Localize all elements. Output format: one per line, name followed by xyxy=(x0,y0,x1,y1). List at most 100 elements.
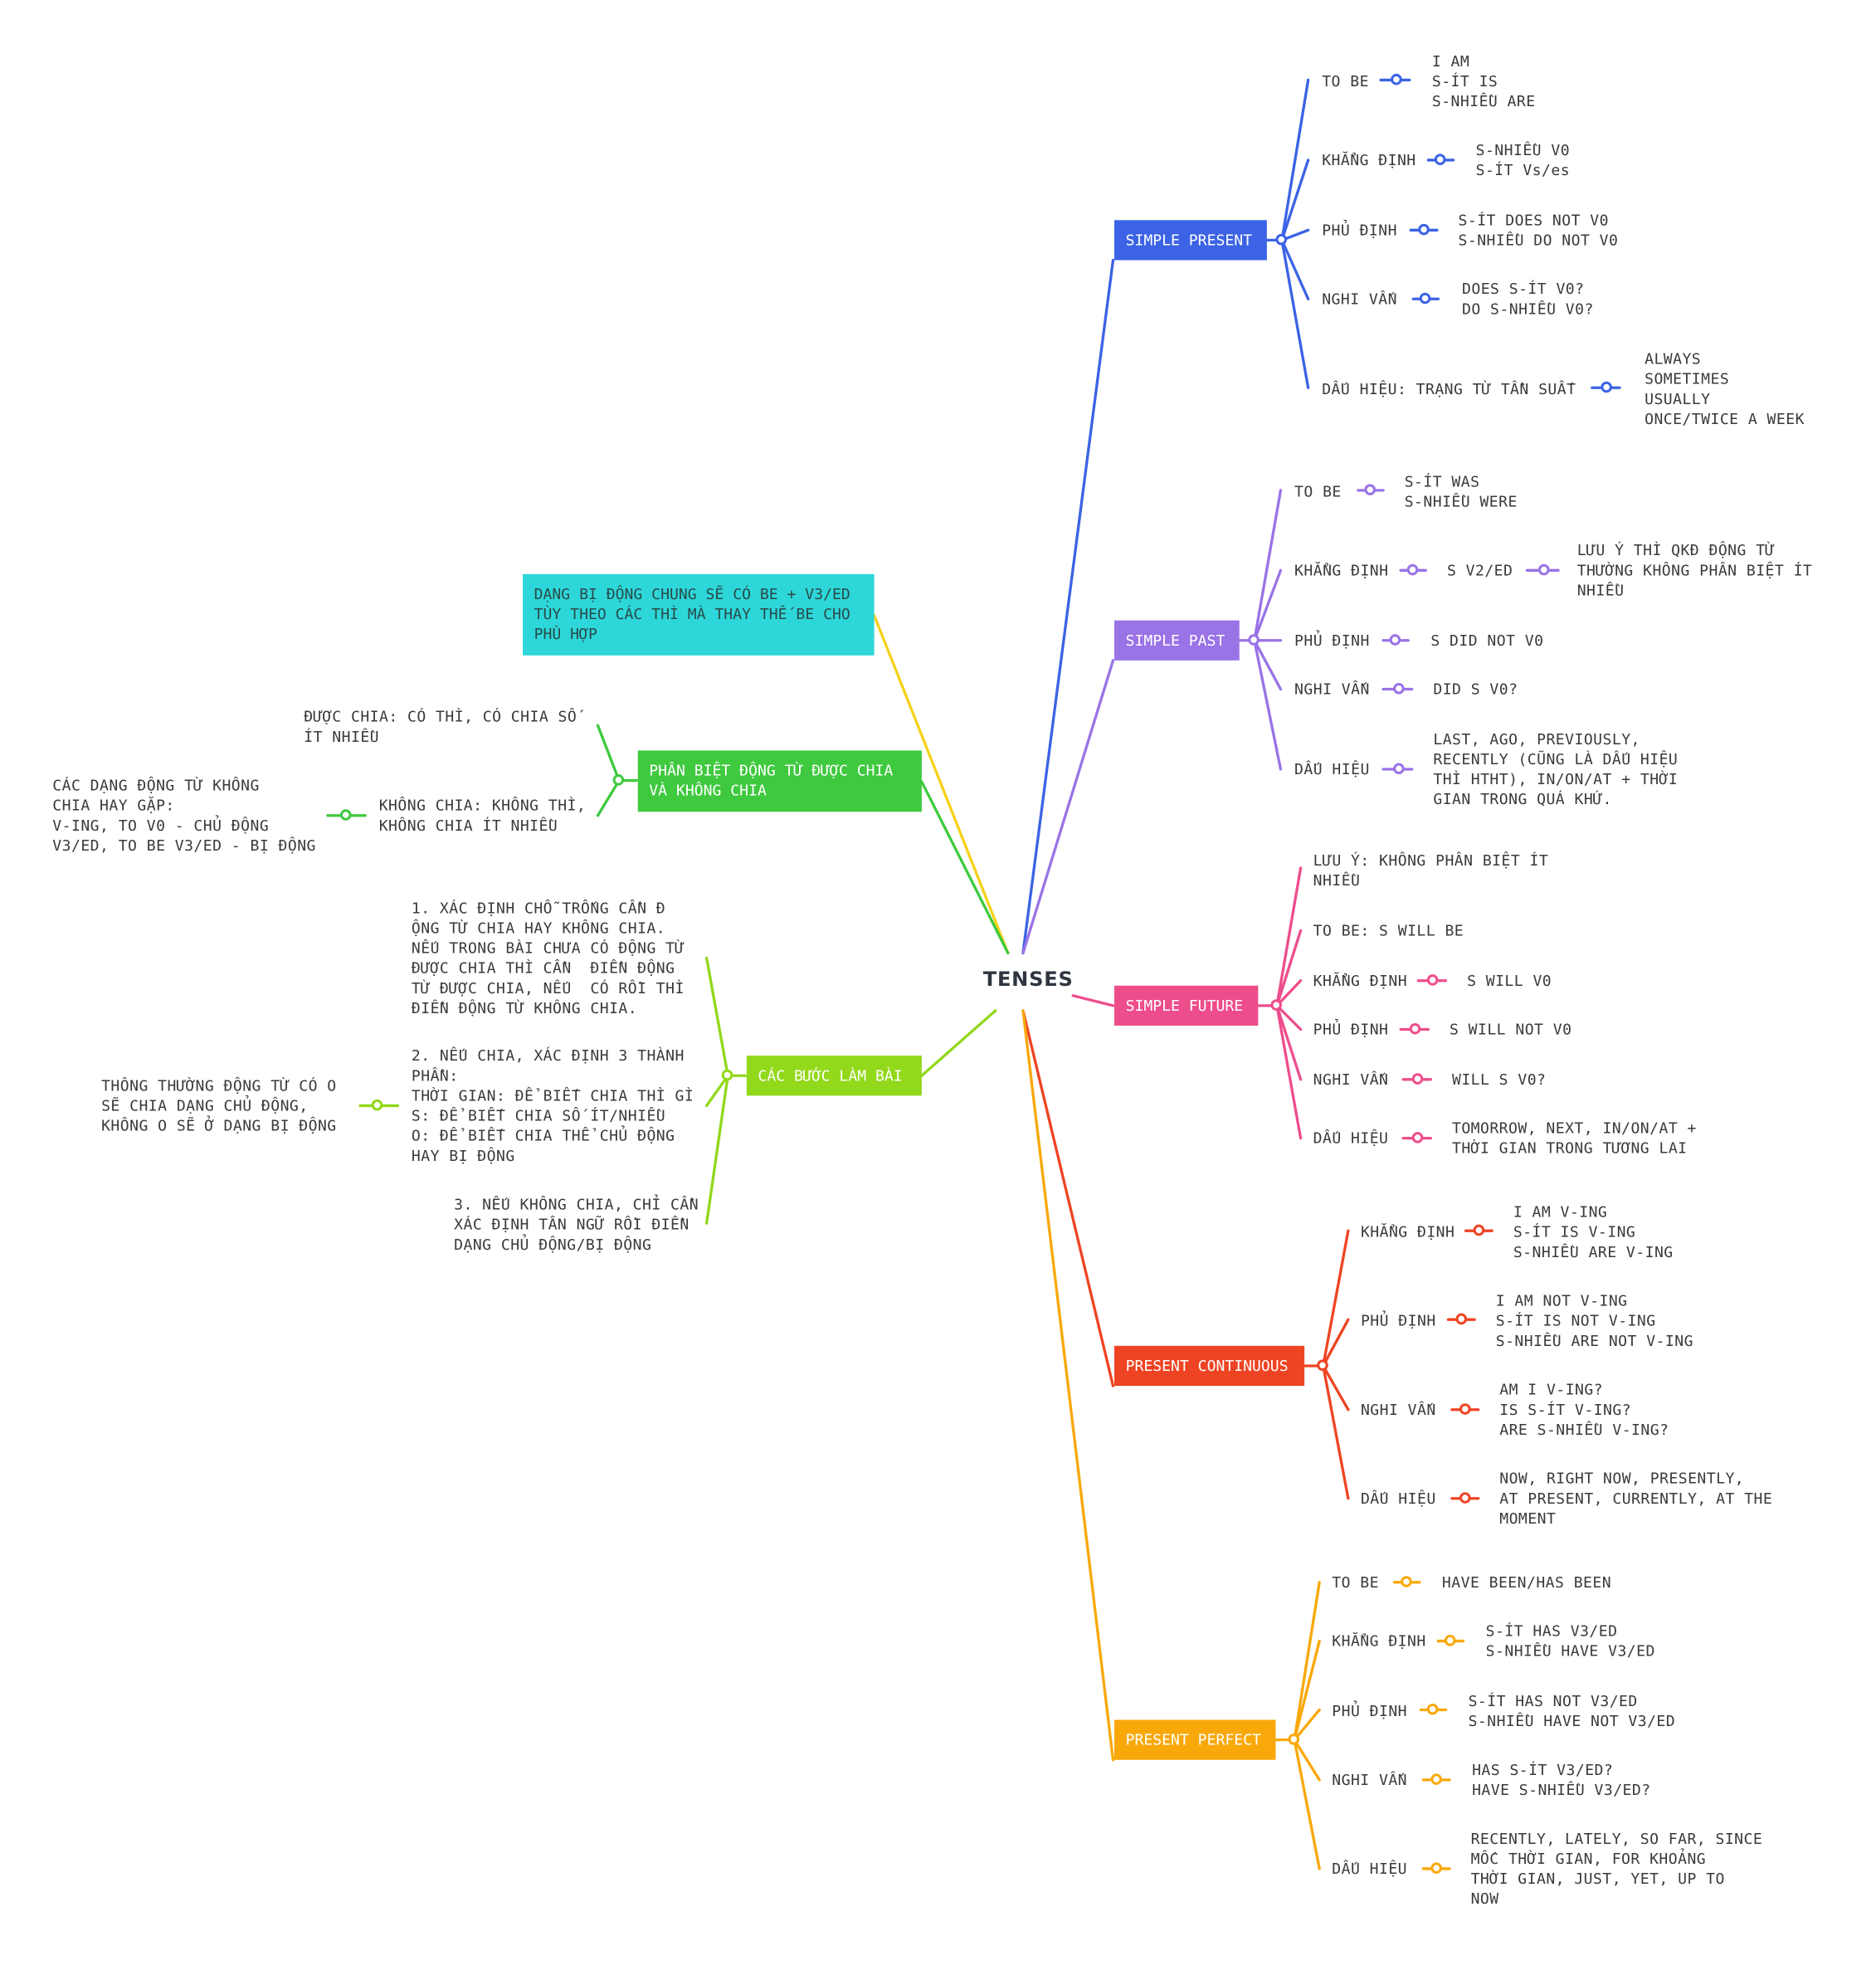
present-perfect-signal-detail[interactable]: RECENTLY, LATELY, SO FAR, SINCE MỐC THỜI… xyxy=(1470,1830,1763,1908)
simple-present-signal-label[interactable]: DẤU HIỆU: TRẠNG TỪ TẦN SUẤT xyxy=(1322,380,1576,398)
present-perfect-question-label[interactable]: NGHI VẤN xyxy=(1332,1771,1408,1789)
present-continuous-affirmative-label[interactable]: KHẲNG ĐỊNH xyxy=(1360,1223,1455,1241)
simple-past-detail-toggle-0[interactable] xyxy=(1364,484,1377,495)
present-continuous-detail-toggle-2[interactable] xyxy=(1459,1403,1471,1415)
simple-past-signal-label[interactable]: DẤU HIỆU xyxy=(1294,760,1370,778)
simple-past-question-detail[interactable]: DID S V0? xyxy=(1433,680,1518,699)
simple-past-signal-detail[interactable]: LAST, AGO, PREVIOUSLY, RECENTLY (CŨNG LÀ… xyxy=(1433,730,1679,808)
simple-present-affirmative-label[interactable]: KHẲNG ĐỊNH xyxy=(1322,151,1416,169)
present-continuous-negative-label[interactable]: PHỦ ĐỊNH xyxy=(1360,1312,1436,1330)
branch-steps[interactable]: CÁC BƯỚC LÀM BÀI xyxy=(746,1056,922,1096)
simple-present-signal-detail[interactable]: ALWAYS SOMETIMES USUALLY ONCE/TWICE A WE… xyxy=(1645,350,1805,428)
simple-present-detail-toggle-2[interactable] xyxy=(1418,223,1430,236)
present-perfect-tobe-label[interactable]: TO BE xyxy=(1332,1573,1379,1592)
simple-present-tobe-detail[interactable]: I AM S-ÍT IS S-NHIỀU ARE xyxy=(1431,52,1536,110)
simple-past-toggle[interactable] xyxy=(1248,634,1260,646)
branch-simple-past[interactable]: SIMPLE PAST xyxy=(1114,620,1240,661)
present-continuous-detail-toggle-1[interactable] xyxy=(1455,1313,1468,1325)
simple-past-detail-toggle-3[interactable] xyxy=(1393,682,1405,695)
simple-future-signal-detail[interactable]: TOMORROW, NEXT, IN/ON/AT + THỜI GIAN TRO… xyxy=(1451,1119,1697,1158)
present-perfect-affirmative-label[interactable]: KHẲNG ĐỊNH xyxy=(1332,1632,1426,1651)
present-perfect-tobe-detail[interactable]: HAVE BEEN/HAS BEEN xyxy=(1441,1573,1612,1592)
present-perfect-negative-detail[interactable]: S-ÍT HAS NOT V3/ED S-NHIỀU HAVE NOT V3/E… xyxy=(1468,1692,1676,1730)
present-continuous-signal-detail[interactable]: NOW, RIGHT NOW, PRESENTLY, AT PRESENT, C… xyxy=(1499,1470,1773,1528)
simple-future-detail-toggle-0[interactable] xyxy=(1426,974,1439,986)
simple-present-question-label[interactable]: NGHI VẤN xyxy=(1322,290,1397,308)
present-continuous-detail-toggle-0[interactable] xyxy=(1473,1224,1485,1236)
simple-past-affirmative-note[interactable]: LƯU Ý THÌ QKĐ ĐỘNG TỪ THƯỜNG KHÔNG PHÂN … xyxy=(1576,541,1813,599)
distinguish-detail-toggle[interactable] xyxy=(339,809,352,821)
steps-item-2[interactable]: 2. NẾU CHIA, XÁC ĐỊNH 3 THÀNH PHẦN: THỜI… xyxy=(411,1046,694,1165)
simple-past-detail-toggle-2[interactable] xyxy=(1389,634,1401,646)
simple-past-tobe-detail[interactable]: S-ÍT WAS S-NHIỀU WERE xyxy=(1404,472,1518,510)
present-perfect-detail-toggle-4[interactable] xyxy=(1430,1862,1442,1874)
present-continuous-edge-2 xyxy=(1322,1364,1350,1412)
present-perfect-question-detail[interactable]: HAS S-ÍT V3/ED? HAVE S-NHIỀU V3/ED? xyxy=(1472,1761,1651,1799)
present-continuous-question-label[interactable]: NGHI VẤN xyxy=(1360,1401,1436,1419)
simple-present-tobe-label[interactable]: TO BE xyxy=(1322,72,1369,90)
simple-present-negative-detail[interactable]: S-ÍT DOES NOT V0 S-NHIỀU DO NOT V0 xyxy=(1458,211,1619,249)
present-perfect-detail-toggle-1[interactable] xyxy=(1444,1635,1456,1646)
simple-future-note[interactable]: LƯU Ý: KHÔNG PHÂN BIỆT ÍT NHIỀU xyxy=(1313,851,1549,890)
present-perfect-detail-toggle-3[interactable] xyxy=(1430,1773,1442,1785)
simple-future-toggle[interactable] xyxy=(1270,999,1282,1011)
simple-past-detail-toggle-4[interactable] xyxy=(1393,763,1405,775)
simple-present-toggle[interactable] xyxy=(1275,233,1288,246)
present-perfect-toggle[interactable] xyxy=(1288,1734,1300,1745)
present-perfect-signal-label[interactable]: DẤU HIỆU xyxy=(1332,1860,1408,1878)
simple-present-detail-toggle-4[interactable] xyxy=(1601,381,1612,393)
simple-present-detail-toggle-0[interactable] xyxy=(1391,73,1402,85)
distinguish-toggle[interactable] xyxy=(612,774,625,786)
simple-past-note-toggle[interactable] xyxy=(1537,563,1550,576)
branch-simple-present[interactable]: SIMPLE PRESENT xyxy=(1114,220,1267,261)
simple-future-detail-toggle-2[interactable] xyxy=(1411,1073,1424,1085)
branch-passive-note[interactable]: DẠNG BỊ ĐỘNG CHUNG SẼ CÓ BE + V3/ED TÙY … xyxy=(523,573,875,656)
steps-item-3[interactable]: 3. NẾU KHÔNG CHIA, CHỈ CẦN XÁC ĐỊNH TÂN … xyxy=(454,1195,699,1254)
present-continuous-affirmative-detail[interactable]: I AM V-ING S-ÍT IS V-ING S-NHIỀU ARE V-I… xyxy=(1513,1203,1674,1261)
simple-future-question-detail[interactable]: WILL S V0? xyxy=(1451,1070,1547,1089)
simple-future-detail-toggle-1[interactable] xyxy=(1409,1022,1421,1035)
simple-future-detail-toggle-3[interactable] xyxy=(1411,1132,1424,1143)
distinguish-nonconjugated[interactable]: KHÔNG CHIA: KHÔNG THÌ, KHÔNG CHIA ÍT NHI… xyxy=(378,797,587,835)
simple-future-negative-label[interactable]: PHỦ ĐỊNH xyxy=(1313,1020,1389,1039)
simple-future-affirmative-label[interactable]: KHẲNG ĐỊNH xyxy=(1313,972,1408,990)
simple-past-affirmative-detail[interactable]: S V2/ED xyxy=(1446,561,1513,579)
simple-past-question-label[interactable]: NGHI VẤN xyxy=(1294,680,1370,699)
steps-detail-toggle[interactable] xyxy=(371,1099,383,1111)
simple-present-detail-toggle-3[interactable] xyxy=(1419,292,1431,305)
simple-present-detail-toggle-1[interactable] xyxy=(1434,154,1446,165)
branch-distinguish-verbs[interactable]: PHÂN BIỆT ĐỘNG TỪ ĐƯỢC CHIA VÀ KHÔNG CHI… xyxy=(637,750,922,812)
steps-toggle[interactable] xyxy=(721,1069,733,1081)
simple-past-tobe-label[interactable]: TO BE xyxy=(1294,482,1342,500)
present-continuous-signal-label[interactable]: DẤU HIỆU xyxy=(1360,1490,1436,1508)
present-continuous-question-detail[interactable]: AM I V-ING? IS S-ÍT V-ING? ARE S-NHIỀU V… xyxy=(1499,1381,1669,1439)
present-perfect-detail-toggle-2[interactable] xyxy=(1426,1703,1439,1715)
steps-edge-1 xyxy=(704,1074,729,1108)
present-continuous-detail-toggle-3[interactable] xyxy=(1459,1492,1471,1504)
present-perfect-negative-label[interactable]: PHỦ ĐỊNH xyxy=(1332,1702,1408,1720)
simple-future-question-label[interactable]: NGHI VẤN xyxy=(1313,1070,1389,1089)
simple-past-affirmative-label[interactable]: KHẲNG ĐỊNH xyxy=(1294,561,1389,579)
simple-future-signal-label[interactable]: DẤU HIỆU xyxy=(1313,1129,1389,1148)
branch-simple-future[interactable]: SIMPLE FUTURE xyxy=(1114,985,1259,1026)
simple-present-negative-label[interactable]: PHỦ ĐỊNH xyxy=(1322,221,1397,239)
simple-future-affirmative-detail[interactable]: S WILL V0 xyxy=(1467,972,1552,990)
present-perfect-affirmative-detail[interactable]: S-ÍT HAS V3/ED S-NHIỀU HAVE V3/ED xyxy=(1485,1621,1655,1660)
simple-past-negative-label[interactable]: PHỦ ĐỊNH xyxy=(1294,631,1370,650)
present-perfect-detail-toggle-0[interactable] xyxy=(1401,1576,1412,1587)
simple-future-tobe[interactable]: TO BE: S WILL BE xyxy=(1313,921,1464,939)
root-node-tenses[interactable]: TENSES xyxy=(982,967,1074,991)
simple-future-negative-detail[interactable]: S WILL NOT V0 xyxy=(1449,1020,1572,1039)
steps-item-1[interactable]: 1. XÁC ĐỊNH CHỖ TRỐNG CẦN Đ ỘNG TỪ CHIA … xyxy=(411,899,685,1017)
simple-present-affirmative-detail[interactable]: S-NHIỀU V0 S-ÍT Vs/es xyxy=(1475,141,1571,179)
distinguish-nonconjugated-forms[interactable]: CÁC DẠNG ĐỘNG TỪ KHÔNG CHIA HAY GẶP: V-I… xyxy=(52,777,316,855)
distinguish-conjugated[interactable]: ĐƯỢC CHIA: CÓ THÌ, CÓ CHIA SỐ ÍT NHIỀU xyxy=(304,708,577,746)
present-continuous-negative-detail[interactable]: I AM NOT V-ING S-ÍT IS NOT V-ING S-NHIỀU… xyxy=(1495,1292,1693,1350)
present-continuous-toggle[interactable] xyxy=(1317,1359,1328,1372)
simple-past-negative-detail[interactable]: S DID NOT V0 xyxy=(1430,631,1544,650)
branch-present-continuous[interactable]: PRESENT CONTINUOUS xyxy=(1114,1345,1305,1387)
steps-item-2-detail[interactable]: THÔNG THƯỜNG ĐỘNG TỪ CÓ O SẼ CHIA DẠNG C… xyxy=(101,1076,337,1135)
branch-present-perfect[interactable]: PRESENT PERFECT xyxy=(1114,1719,1276,1760)
simple-present-question-detail[interactable]: DOES S-ÍT V0? DO S-NHIỀU V0? xyxy=(1462,280,1594,318)
simple-past-detail-toggle-1[interactable] xyxy=(1406,563,1419,576)
